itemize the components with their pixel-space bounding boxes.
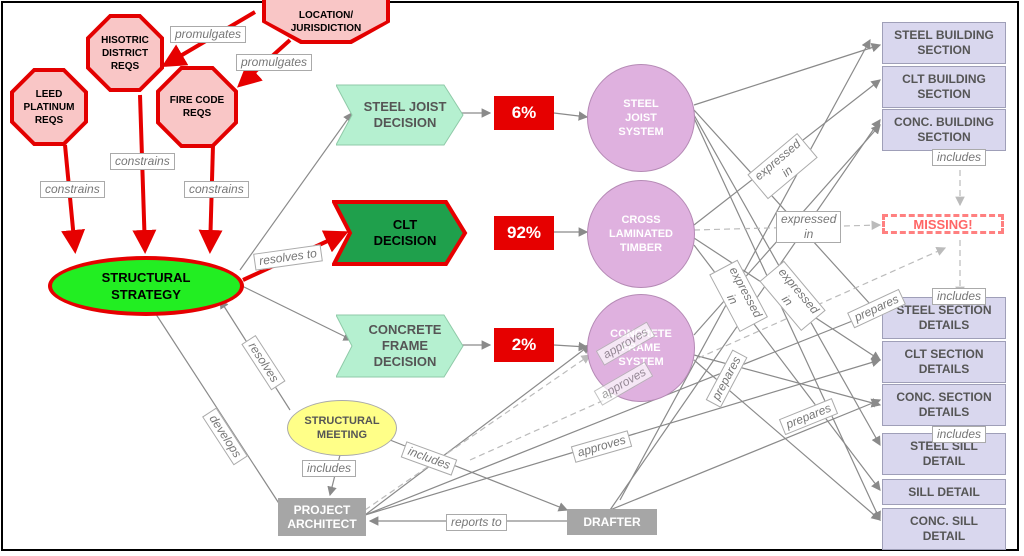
edge-label-includes: includes (932, 288, 987, 305)
clt-building-section-label: CLT BUILDING SECTION (902, 72, 986, 101)
concrete-frame-system-node[interactable]: CONCRETE FRAME SYSTEM (587, 294, 695, 402)
edge-label-reports-to: reports to (446, 514, 507, 531)
conc-section-details-label: CONC. SECTION DETAILS (896, 390, 992, 419)
chevron-shape (336, 314, 464, 378)
historic-district-label: HISOTRIC DISTRICT REQS (90, 18, 160, 88)
steel-sill-detail-label: STEEL SILL DETAIL (910, 439, 978, 468)
conc-sill-detail-node[interactable]: CONC. SILL DETAIL (882, 508, 1006, 550)
steel-percentage: 6% (494, 96, 554, 130)
clt-decision-node[interactable]: CLT DECISION (332, 200, 468, 266)
concrete-frame-decision-label: CONCRETE FRAME DECISION (368, 322, 442, 369)
fire-code-node[interactable]: FIRE CODE REQS (156, 66, 238, 148)
edge-label-includes: includes (302, 460, 357, 477)
sill-detail-node[interactable]: SILL DETAIL (882, 479, 1006, 505)
concrete-percentage: 2% (494, 328, 554, 362)
structural-meeting-label: STRUCTURAL MEETING (304, 415, 380, 441)
edge-label-promulgates: promulgates (236, 54, 313, 71)
project-architect-label: PROJECT ARCHITECT (287, 503, 357, 531)
historic-district-node[interactable]: HISOTRIC DISTRICT REQS (86, 14, 164, 92)
edge-label-includes: includes (932, 426, 987, 443)
project-architect-node[interactable]: PROJECT ARCHITECT (278, 498, 366, 536)
structural-strategy-label: STRUCTURAL STRATEGY (101, 270, 191, 302)
clt-section-details-node[interactable]: CLT SECTION DETAILS (882, 341, 1006, 383)
edge-label-constrains: constrains (40, 181, 105, 198)
missing-node[interactable]: MISSING! (882, 214, 1004, 234)
steel-joist-decision-label: STEEL JOIST DECISION (363, 99, 447, 130)
missing-label: MISSING! (913, 216, 973, 232)
clt-section-details-label: CLT SECTION DETAILS (904, 347, 984, 376)
chevron-shape (336, 84, 464, 146)
steel-joist-system-node[interactable]: STEEL JOIST SYSTEM (587, 64, 695, 172)
cross-laminated-timber-node[interactable]: CROSS LAMINATED TIMBER (587, 180, 695, 288)
conc-building-section-node[interactable]: CONC. BUILDING SECTION (882, 109, 1006, 151)
clt-decision-label: CLT DECISION (373, 217, 437, 248)
location-jurisdiction-label: LOCATION/ JURISDICTION (266, 0, 386, 40)
sill-detail-label: SILL DETAIL (908, 484, 980, 499)
conc-sill-detail-label: CONC. SILL DETAIL (910, 514, 978, 543)
edge-label-constrains: constrains (110, 153, 175, 170)
leed-platinum-label: LEED PLATINUM REQS (14, 72, 84, 142)
structural-strategy-node[interactable]: STRUCTURAL STRATEGY (48, 256, 244, 316)
clt-percentage: 92% (494, 216, 554, 250)
steel-building-section-node[interactable]: STEEL BUILDING SECTION (882, 22, 1006, 64)
drafter-label: DRAFTER (583, 515, 641, 529)
edge-label-promulgates: promulgates (170, 26, 247, 43)
conc-building-section-label: CONC. BUILDING SECTION (894, 115, 994, 144)
steel-joist-system-label: STEEL JOIST SYSTEM (618, 98, 664, 138)
conc-section-details-node[interactable]: CONC. SECTION DETAILS (882, 384, 1006, 426)
steel-building-section-label: STEEL BUILDING SECTION (894, 28, 994, 57)
edge-label-includes: includes (932, 149, 987, 166)
chevron-shape (332, 200, 468, 266)
steel-joist-decision-node[interactable]: STEEL JOIST DECISION (336, 84, 464, 146)
edge-label-expressed-in: expressed in (776, 211, 842, 243)
clt-building-section-node[interactable]: CLT BUILDING SECTION (882, 66, 1006, 108)
edge-label-constrains: constrains (184, 181, 249, 198)
steel-section-details-label: STEEL SECTION DETAILS (896, 303, 992, 332)
leed-platinum-node[interactable]: LEED PLATINUM REQS (10, 68, 88, 146)
cross-laminated-timber-label: CROSS LAMINATED TIMBER (609, 214, 673, 254)
structural-meeting-node[interactable]: STRUCTURAL MEETING (287, 400, 397, 456)
fire-code-label: FIRE CODE REQS (160, 70, 234, 144)
concrete-frame-decision-node[interactable]: CONCRETE FRAME DECISION (336, 314, 464, 378)
drafter-node[interactable]: DRAFTER (567, 509, 657, 535)
